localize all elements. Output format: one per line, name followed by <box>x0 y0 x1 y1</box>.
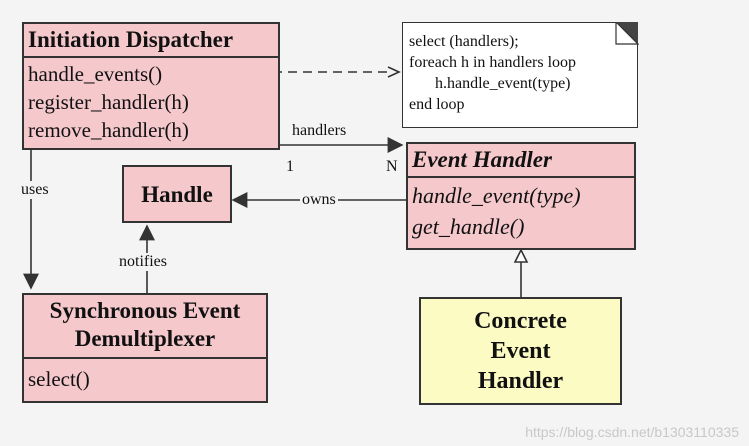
concrete-line-2: Event <box>490 338 551 364</box>
op-remove-handler: remove_handler(h) <box>28 118 189 142</box>
demultiplexer-title-line-1: Synchronous Event <box>49 298 241 323</box>
note-line-4: end loop <box>409 96 465 113</box>
inheritance-triangle <box>513 248 529 263</box>
demultiplexer-title: Synchronous Event Demultiplexer <box>24 295 266 359</box>
op-get-handle: get_handle() <box>412 214 525 239</box>
concrete-line-3: Handler <box>477 368 564 394</box>
op-handle-events: handle_events() <box>28 62 163 86</box>
notifies-label: notifies <box>117 253 169 271</box>
note-line-2: foreach h in handlers loop <box>409 54 577 71</box>
handlers-label: handlers <box>292 122 347 139</box>
demultiplexer-class: Synchronous Event Demultiplexer select() <box>22 293 268 403</box>
note-folded-corner-icon <box>615 22 639 45</box>
concrete-line-1: Concrete <box>474 308 567 334</box>
handle-title: Handle <box>141 182 213 207</box>
note-line-1: select (handlers); <box>409 33 519 50</box>
op-handle-event: handle_event(type) <box>412 183 581 208</box>
op-register-handler: register_handler(h) <box>28 90 189 114</box>
note-line-3: h.handle_event(type) <box>435 75 571 92</box>
demultiplexer-title-line-2: Demultiplexer <box>74 326 216 351</box>
multiplicity-n: N <box>386 158 398 175</box>
uses-label: uses <box>19 181 51 199</box>
op-select: select() <box>28 367 90 391</box>
handle-class: Handle <box>122 165 232 223</box>
event-handler-title: Event Handler <box>408 144 634 178</box>
event-handler-class: Event Handler handle_event(type) get_han… <box>406 142 636 250</box>
watermark-text: https://blog.csdn.net/b1303110335 <box>525 424 739 440</box>
initiation-dispatcher-class: Initiation Dispatcher handle_events() re… <box>22 22 280 150</box>
multiplicity-one: 1 <box>286 158 294 175</box>
initiation-dispatcher-title: Initiation Dispatcher <box>24 24 278 58</box>
owns-label: owns <box>300 191 338 209</box>
concrete-event-handler-class: Concrete Event Handler <box>419 297 622 405</box>
pseudo-code-note: select (handlers); foreach h in handlers… <box>402 22 638 128</box>
note-arrowhead <box>387 66 401 78</box>
